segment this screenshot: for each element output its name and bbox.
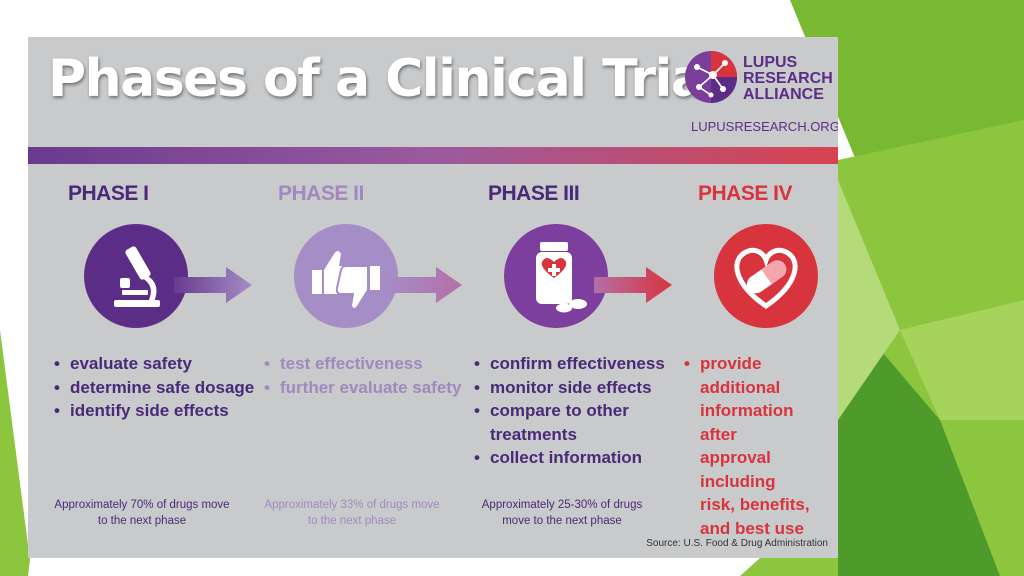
bullet: monitor side effects [472,376,677,400]
phase-4: PHASE IV provide additional information … [682,182,838,538]
bullet: test effectiveness [262,352,461,376]
logo-line-2: RESEARCH [743,70,833,87]
logo-line-1: LUPUS [743,54,798,71]
bullet: evaluate safety [52,352,254,376]
bullet: provide additional information after app… [682,352,812,540]
bullet: further evaluate safety [262,376,461,400]
phase-3-bullets: confirm effectiveness monitor side effec… [472,352,677,470]
phase-1-title: PHASE I [68,182,149,205]
phase-2-title: PHASE II [278,182,364,205]
logo-line-3: ALLIANCE [743,86,824,103]
network-globe-icon [685,51,737,103]
phase-1: PHASE I evaluate safety determine safe d… [52,182,257,527]
bullet: confirm effectiveness [472,352,677,376]
phase-4-title: PHASE IV [698,182,793,205]
phase-2-bullets: test effectiveness further evaluate safe… [262,352,461,399]
clinical-trial-infographic: Phases of a Clinical Trial LUPUS RESEARC… [28,37,838,558]
phase-3-title: PHASE III [488,182,580,205]
phase-4-bullets: provide additional information after app… [682,352,812,540]
green-facet-dark [838,300,1000,576]
phase-2-footnote: Approximately 33% of drugs move to the n… [264,499,440,527]
pill-bottle-icon [504,224,608,328]
phase-1-bullets: evaluate safety determine safe dosage id… [52,352,254,423]
infographic-title: Phases of a Clinical Trial [48,49,722,109]
green-facet-light [838,180,900,420]
bullet: compare to other treatments [472,399,677,446]
thumbs-up-down-icon [294,224,398,328]
heart-capsule-icon [714,224,818,328]
phase-3-footnote: Approximately 25-30% of drugs move to th… [481,499,643,527]
arrow-right-icon [384,267,462,303]
arrow-right-icon [174,267,252,303]
bullet: collect information [472,446,677,470]
phase-1-footnote: Approximately 70% of drugs move to the n… [54,499,230,527]
green-facet-left [0,330,30,576]
gradient-divider [28,147,838,164]
green-facet-pale [900,300,1024,420]
bullet: identify side effects [52,399,254,423]
bullet: determine safe dosage [52,376,254,400]
phase-3: PHASE III confirm effectiveness [472,182,677,527]
logo-url: LUPUSRESEARCH.ORG [691,119,838,134]
arrow-right-icon [594,267,672,303]
source-note: Source: U.S. Food & Drug Administration [646,538,828,549]
lupus-research-alliance-logo: LUPUS RESEARCH ALLIANCE LUPUSRESEARCH.OR… [683,45,838,145]
phase-2: PHASE II test effectiveness further eval… [262,182,467,527]
logo-wordmark: LUPUS RESEARCH ALLIANCE [743,55,833,103]
microscope-icon [84,224,188,328]
